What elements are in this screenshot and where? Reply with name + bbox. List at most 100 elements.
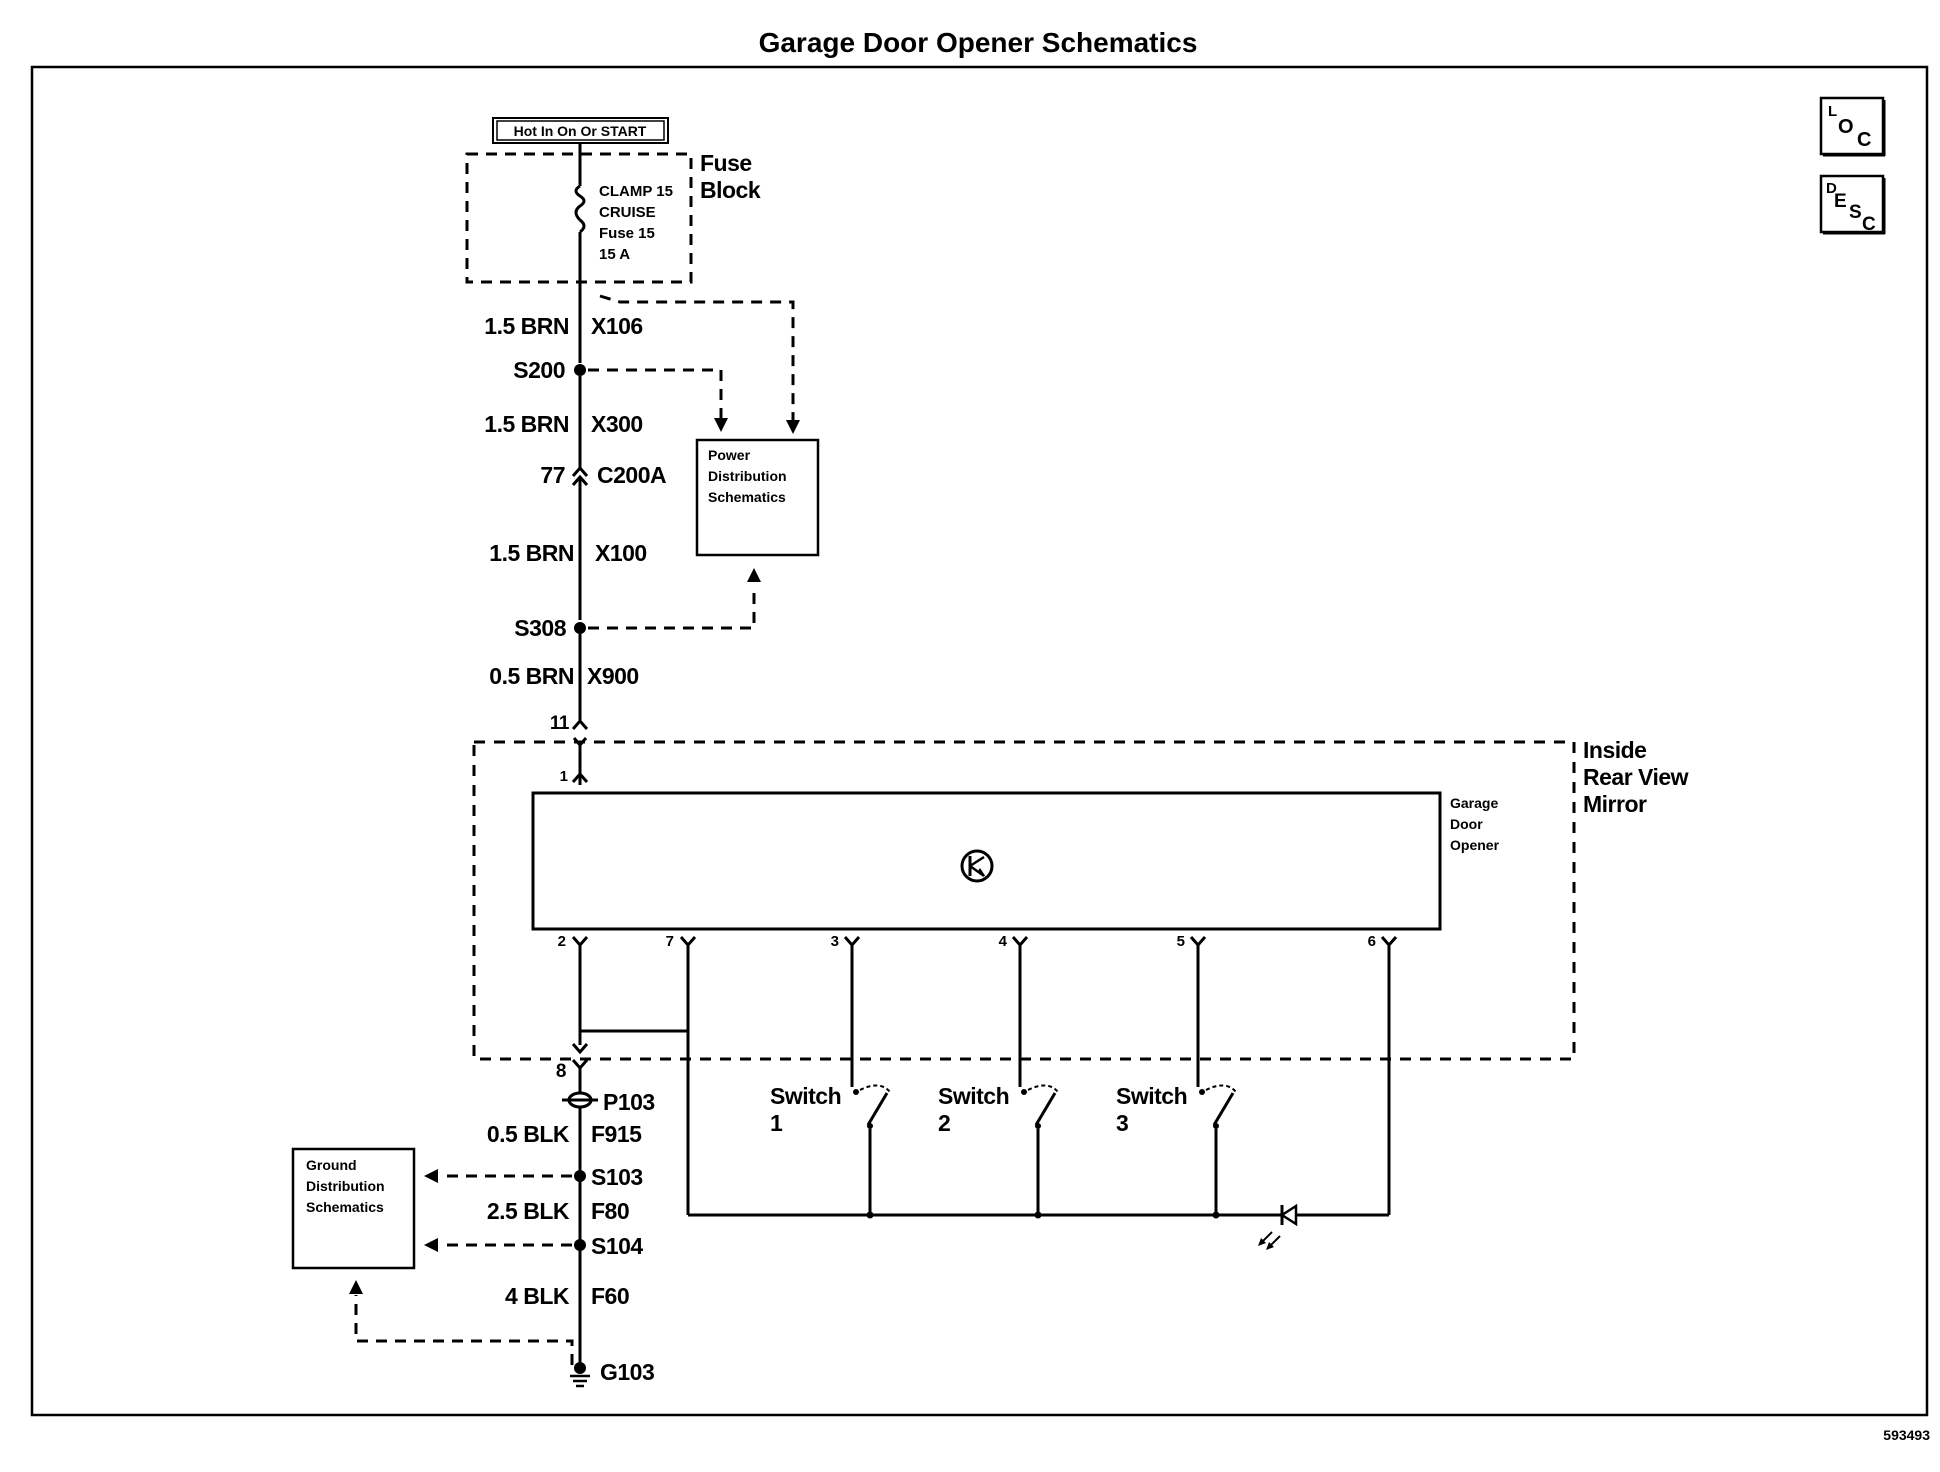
wire-circuit-x900: X900 [587,663,639,689]
hot-in-on-or-start-label: Hot In On Or START [492,117,669,144]
arrow-left-icon-b [424,1238,438,1252]
module-pin-4: 4 [999,933,1029,950]
dashed-s308-to-power-dist [588,585,756,630]
wire-gauge-f80: 2.5 BLK [487,1198,570,1224]
pass-through-p103-icon [562,1091,598,1109]
fuse-text-line-2: CRUISE [599,204,656,221]
pin-11-label: 11 [550,713,570,734]
garage-door-opener-module[interactable] [531,791,1442,931]
ground-distribution-box[interactable] [291,1147,416,1270]
svg-text:6: 6 [1368,933,1376,950]
wire-gauge-x106: 1.5 BRN [484,313,569,339]
switch-3-label: Switch [1116,1083,1187,1109]
svg-text:Hot In On Or START: Hot In On Or START [514,123,647,139]
pin-1-label: 1 [560,768,568,785]
splice-s200-dot [574,364,586,376]
gdo-label-3: Opener [1450,837,1500,853]
splice-s200-label: S200 [513,357,565,383]
loc-letter-l: L [1828,103,1837,120]
desc-button[interactable]: D E S C [1819,174,1886,235]
arrow-left-icon-a [424,1169,438,1183]
wire-gauge-f60: 4 BLK [505,1283,570,1309]
mirror-label-2: Rear View [1583,764,1689,790]
switch-1-number: 1 [770,1110,783,1136]
splice-s103-label: S103 [591,1164,643,1190]
switch-3-icon[interactable] [1199,1084,1237,1215]
wire-gauge-x100: 1.5 BRN [489,540,574,566]
bus-node-1 [866,1211,874,1219]
switch-3-number: 3 [1116,1110,1128,1136]
loc-letter-o: O [1838,116,1853,138]
bus-node-2 [1034,1211,1042,1219]
desc-letter-d: D [1826,180,1837,197]
svg-text:2: 2 [558,933,566,950]
ground-g103-icon [570,1362,590,1388]
switch-1-icon[interactable] [853,1084,891,1215]
svg-text:7: 7 [666,933,674,950]
mirror-label-1: Inside [1583,737,1646,763]
gdo-label-1: Garage [1450,795,1498,811]
splice-s104-label: S104 [591,1233,643,1259]
wire-gauge-x300: 1.5 BRN [484,411,569,437]
wire-gauge-f915: 0.5 BLK [487,1121,570,1147]
loc-button[interactable]: L O C [1819,96,1886,157]
figure-id: 593493 [1883,1427,1930,1443]
module-pin-5: 5 [1177,933,1207,950]
desc-letter-e: E [1834,191,1846,212]
power-distribution-box[interactable] [695,438,820,557]
connector-c200a-name: C200A [597,462,666,488]
wire-gauge-x900: 0.5 BRN [489,663,574,689]
connector-c200a-icon [571,465,589,486]
switch-2-label: Switch [938,1083,1009,1109]
switch-2-icon[interactable] [1021,1084,1059,1215]
ground-dist-line-2: Distribution [306,1178,385,1194]
diagram-frame [30,65,1929,1417]
wire-circuit-f80: F80 [591,1198,629,1224]
power-dist-line-2: Distribution [708,468,787,484]
gdo-label-2: Door [1450,816,1483,832]
splice-s308-label: S308 [514,615,566,641]
switch-1-label: Switch [770,1083,841,1109]
ground-g103-label: G103 [600,1359,654,1385]
switch-2-number: 2 [938,1110,950,1136]
module-pin-2: 2 [558,933,589,950]
arrow-up-icon [747,568,761,582]
module-pin-6: 6 [1368,933,1398,950]
fuse-icon [574,184,586,234]
dashed-s200-to-power-dist [588,368,723,420]
wire-circuit-x100: X100 [595,540,647,566]
page-title: Garage Door Opener Schematics [759,27,1198,58]
power-dist-line-3: Schematics [708,489,786,505]
led-diode-icon [1258,1203,1298,1250]
ground-dist-line-3: Schematics [306,1199,384,1215]
desc-letter-c: C [1862,214,1876,235]
power-dist-line-1: Power [708,447,751,463]
mirror-label-3: Mirror [1583,791,1647,817]
splice-s104-dot [574,1239,586,1251]
svg-text:4: 4 [999,933,1008,950]
module-transistor-icon [960,849,994,883]
wire-circuit-x300: X300 [591,411,643,437]
bus-node-3 [1212,1211,1220,1219]
inside-rear-view-mirror-boundary [472,740,1576,1061]
arrow-down-icon-b [714,418,728,432]
wire-circuit-f915: F915 [591,1121,642,1147]
connector-c200a-pin: 77 [540,462,565,488]
desc-letter-s: S [1849,202,1861,223]
pass-through-p103-label: P103 [603,1089,655,1115]
loc-letter-c: C [1857,129,1871,151]
wire-circuit-x106: X106 [591,313,643,339]
ground-dist-line-1: Ground [306,1157,357,1173]
dashed-fuse-to-power-dist [599,294,795,425]
splice-s308-dot [574,622,586,634]
fuse-block-label-2: Block [700,177,761,203]
arrow-up-icon-ground [349,1280,363,1294]
svg-text:3: 3 [831,933,839,950]
wire-circuit-f60: F60 [591,1283,629,1309]
fuse-text-line-1: CLAMP 15 [599,183,673,200]
fuse-block-label-1: Fuse [700,150,752,176]
fuse-text-line-3: Fuse 15 [599,225,655,242]
pin-8-label: 8 [556,1061,566,1082]
connector-pin-8-icon [571,1043,589,1071]
